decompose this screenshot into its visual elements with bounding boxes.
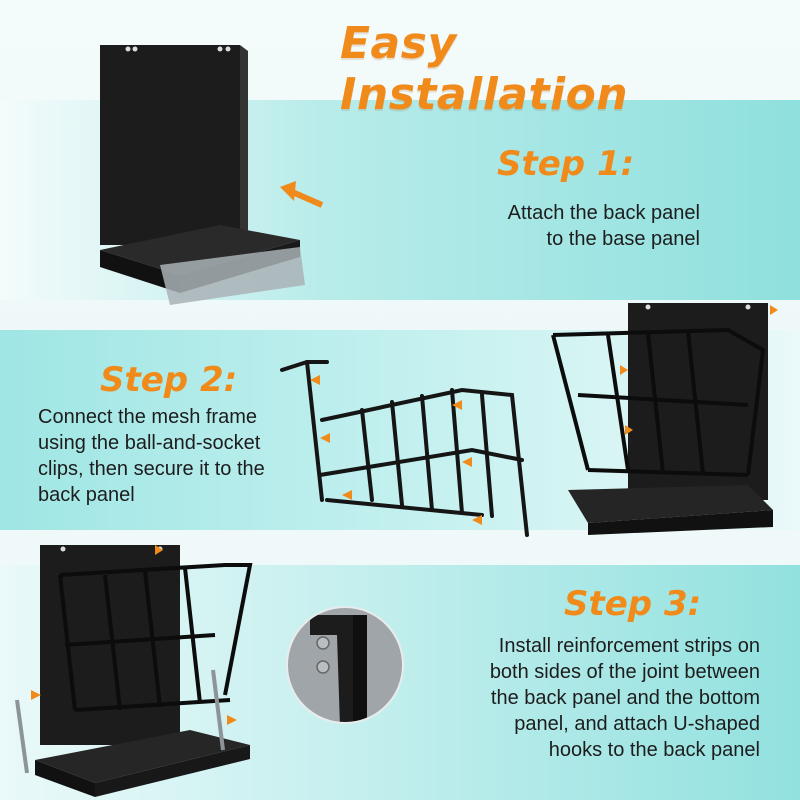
step-3-title: Step 3: <box>564 584 702 624</box>
reinforced-rack-illustration <box>15 535 265 797</box>
step-2-line: using the ball-and-socket <box>38 432 261 454</box>
step-1-line: Attach the back panel <box>507 202 700 224</box>
step-2-line: Connect the mesh frame <box>38 406 257 428</box>
back-panel-base-assembly <box>100 45 324 305</box>
mesh-frame-illustration <box>272 350 547 545</box>
orange-arrow-icon <box>280 181 324 208</box>
page-title: Easy Installation <box>340 18 629 120</box>
step-3-line: the back panel and the bottom <box>490 687 760 709</box>
orange-arrow-icon <box>31 545 237 725</box>
assembled-rack-illustration <box>548 295 788 535</box>
step-2-description: Connect the mesh frame using the ball-an… <box>38 404 298 508</box>
step-3-line: both sides of the joint between <box>489 661 760 683</box>
orange-arrow-icon <box>310 375 482 525</box>
assembled-rack <box>551 303 778 535</box>
mesh-frame <box>280 360 529 537</box>
step-2-line: back panel <box>38 484 135 506</box>
step-1-title: Step 1: <box>497 144 635 184</box>
step-1-illustration <box>90 35 330 310</box>
reinforced-rack <box>15 545 253 797</box>
step-3-line: panel, and attach U-shaped <box>514 713 760 735</box>
step-2-title: Step 2: <box>100 360 238 400</box>
step-3-description: Install reinforcement strips on both sid… <box>440 633 760 763</box>
step-3-line: Install reinforcement strips on <box>498 635 760 657</box>
orange-arrow-icon <box>620 305 778 435</box>
step-1-line: to the base panel <box>546 228 700 250</box>
step-3-line: hooks to the back panel <box>548 739 760 761</box>
hook-detail-illustration <box>285 595 405 735</box>
step-2-line: clips, then secure it to the <box>38 458 265 480</box>
step-1-description: Attach the back panel to the base panel <box>380 200 700 252</box>
u-hook-closeup <box>286 606 404 724</box>
